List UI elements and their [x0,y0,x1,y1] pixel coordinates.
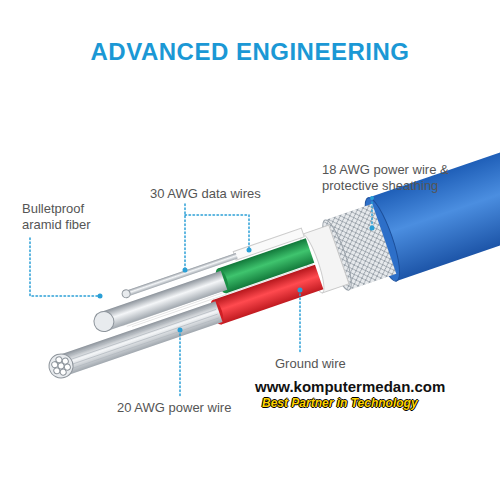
leader-line [185,204,249,270]
leader-line [179,330,181,396]
callout-label: 30 AWG data wires [150,186,290,202]
leader-dot [370,196,374,200]
leader-dots [98,196,375,333]
callout-label: 18 AWG power wire & protective sheathing [322,162,472,193]
leader-dot [247,248,252,253]
data-insulation [233,228,304,260]
callout-label: Bulletproof aramid fiber [22,201,112,232]
watermark: www.komputermedan.com [255,378,495,396]
ground-conductor-end [91,309,116,334]
leader-dot [370,226,375,231]
callout-label: Ground wire [275,356,385,372]
cable-body [30,126,500,397]
leader-dot [183,268,188,273]
leader-line [371,198,373,228]
conductor-end [46,351,77,382]
data-conductor [125,253,238,297]
strand-end [53,367,61,375]
callout-label: 20 AWG power wire [117,400,277,416]
leader-line [299,290,301,352]
leader-dot [98,294,103,299]
leader-dot [178,328,183,333]
leader-dot [298,288,303,293]
diagram-title: ADVANCED ENGINEERING [0,38,500,67]
data-conductor-end [121,289,131,299]
watermark: Best Partner in Technology [262,396,492,410]
strand-end [64,363,72,371]
leader-line [30,238,100,296]
